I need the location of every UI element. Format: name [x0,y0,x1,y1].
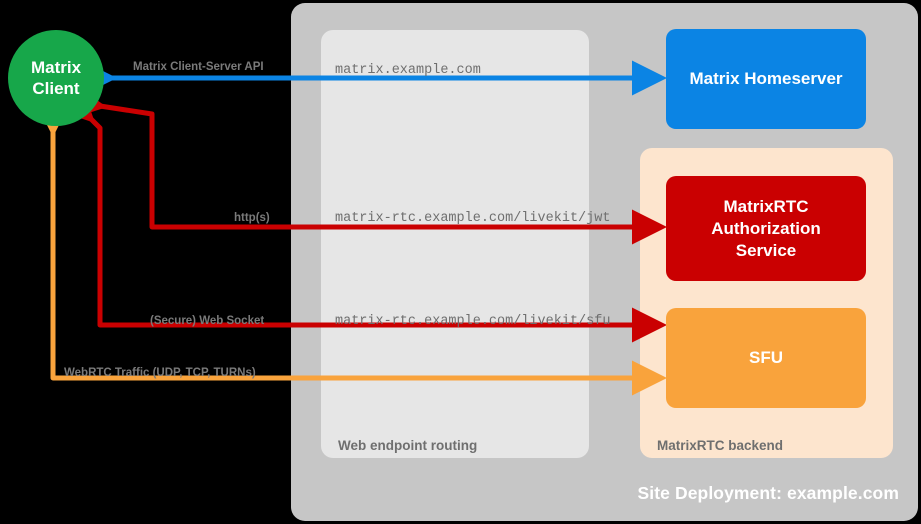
auth-label-line2: Authorization [711,218,821,238]
endpoint-matrix: matrix.example.com [335,63,481,78]
endpoint-livekit-sfu: matrix-rtc.example.com/livekit/sfu [335,314,611,329]
sfu-node[interactable]: SFU [666,308,866,408]
matrixrtc-backend-label: MatrixRTC backend [657,438,784,453]
site-deployment-label: Site Deployment: example.com [637,483,899,503]
matrix-client-label-line1: Matrix [30,58,82,77]
matrix-client-node[interactable]: Matrix Client [8,30,104,126]
connector-label-webrtc-traffic: WebRTC Traffic (UDP, TCP, TURNs) [64,367,256,379]
connector-label-websocket: (Secure) Web Socket [150,315,265,327]
connector-https-jwt [69,84,668,245]
connector-webrtc-traffic [35,102,668,396]
endpoint-livekit-jwt: matrix-rtc.example.com/livekit/jwt [335,211,611,226]
auth-label-line1: MatrixRTC [723,196,809,216]
sfu-label: SFU [749,348,783,367]
web-endpoint-routing-label: Web endpoint routing [338,438,478,453]
connector-label-matrix-client-server-api: Matrix Client-Server API [133,61,264,73]
matrix-client-label-line2: Client [32,79,80,98]
matrixrtc-authorization-service-node[interactable]: MatrixRTC Authorization Service [666,176,866,281]
connector-label-https: http(s) [234,212,270,224]
matrix-homeserver-node[interactable]: Matrix Homeserver [666,29,866,129]
auth-label-line3: Service [735,240,797,260]
matrix-homeserver-label: Matrix Homeserver [689,69,843,88]
